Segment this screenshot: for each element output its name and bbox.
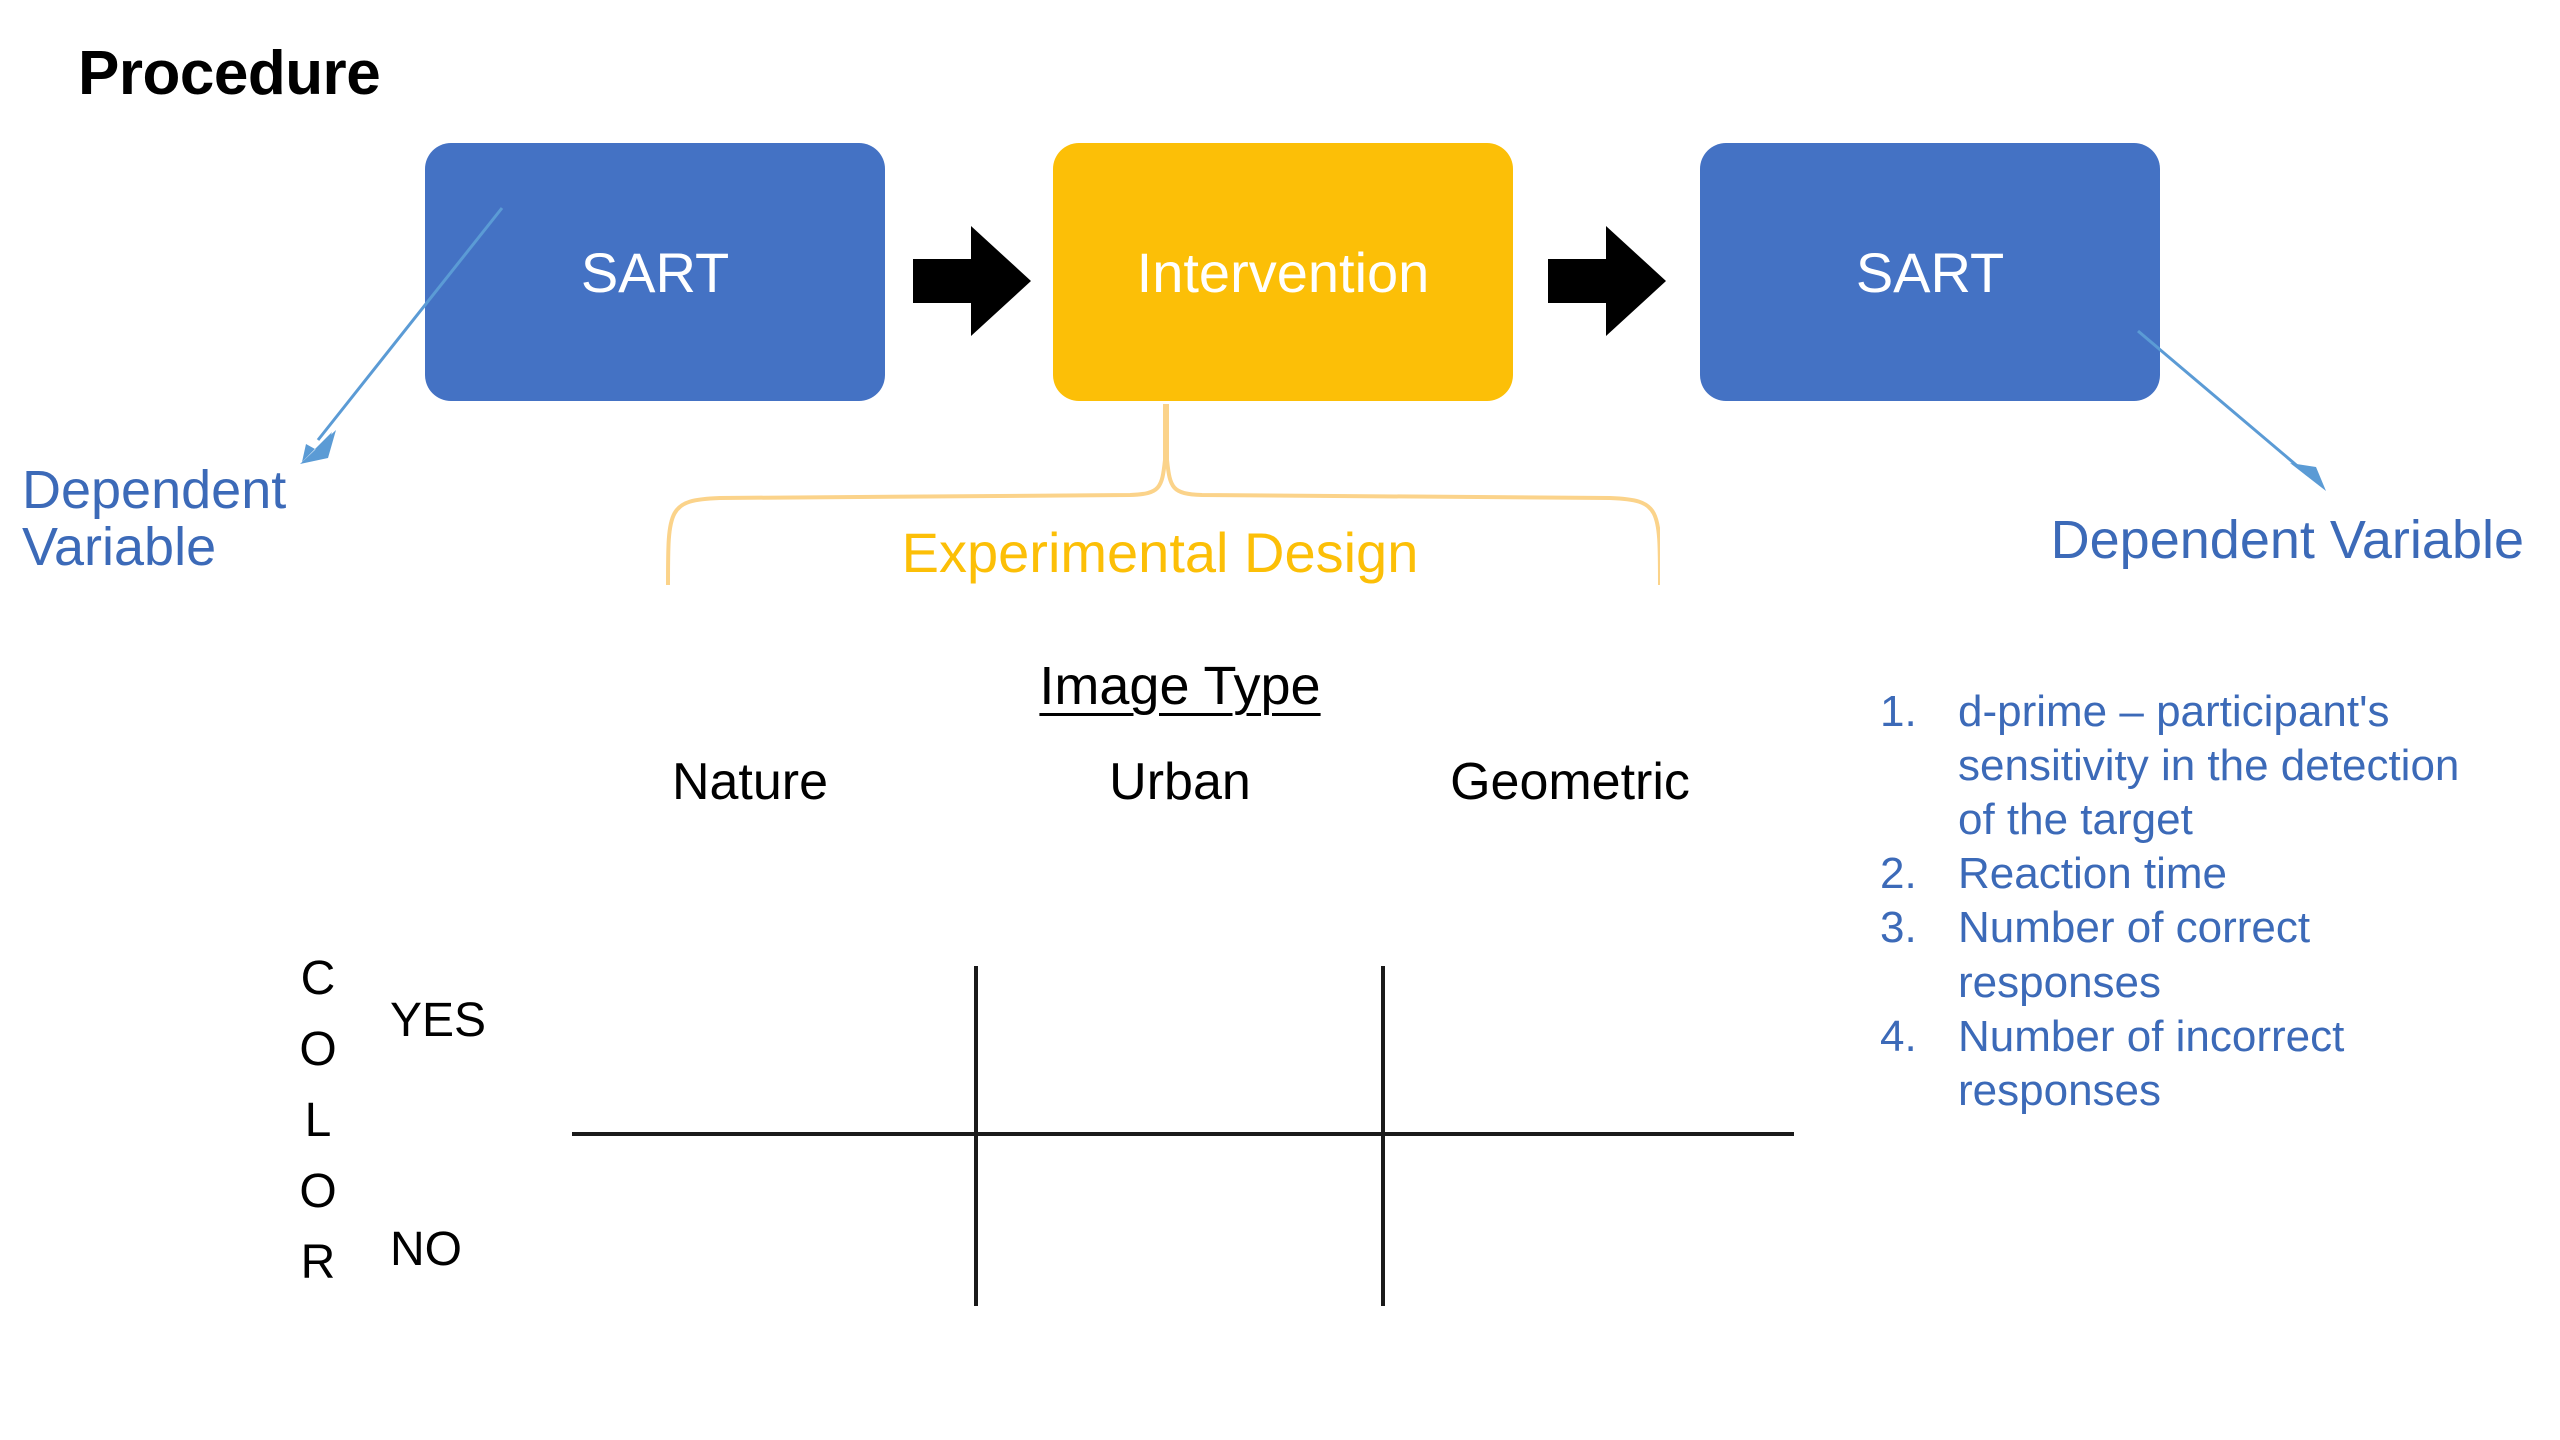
flow-box-label: SART xyxy=(580,240,730,304)
list-item: 1. d-prime – participant's sensitivity i… xyxy=(1880,685,2480,847)
flow-box-intervention[interactable]: Intervention xyxy=(1053,143,1513,401)
column-header-geometric: Geometric xyxy=(1450,753,1690,811)
list-item-text: Number of correct responses xyxy=(1958,903,2311,1007)
dependent-variable-label-left: Dependent Variable xyxy=(22,460,287,577)
list-item-number: 4. xyxy=(1880,1011,1917,1061)
right-block-arrow-icon xyxy=(1548,226,1666,336)
flow-box-label: Intervention xyxy=(1136,240,1430,304)
dependent-variable-label-right: Dependent Variable xyxy=(2050,510,2524,570)
list-item-text: d-prime – participant's sensitivity in t… xyxy=(1958,687,2460,845)
color-letter: O xyxy=(299,1165,337,1219)
thin-arrow-icon xyxy=(2137,329,2326,491)
row-label-no: NO xyxy=(390,1223,462,1276)
experimental-design-label: Experimental Design xyxy=(901,521,1419,584)
list-item-number: 2. xyxy=(1880,849,1917,899)
column-header-urban: Urban xyxy=(1109,753,1251,811)
flow-box-sart-post[interactable]: SART xyxy=(1700,143,2160,401)
thin-arrow-icon xyxy=(300,207,504,464)
list-item-number: 1. xyxy=(1880,687,1917,736)
row-group-heading-color: C O L O R xyxy=(288,943,348,1298)
flow-box-label: SART xyxy=(1855,240,2005,304)
list-item: 3. Number of correct responses xyxy=(1880,901,2480,1009)
color-letter: R xyxy=(300,1236,336,1290)
list-item-text: Reaction time xyxy=(1958,849,2228,899)
list-item: 2. Reaction time xyxy=(1880,847,2480,901)
column-header-nature: Nature xyxy=(671,753,829,811)
grid-horizontal-line xyxy=(572,1132,1794,1136)
list-item-number: 3. xyxy=(1880,903,1917,953)
image-type-heading: Image Type xyxy=(1039,656,1321,716)
dependent-variable-list: 1. d-prime – participant's sensitivity i… xyxy=(1880,685,2480,1118)
color-letter: O xyxy=(299,1023,337,1077)
grid-vertical-line-1 xyxy=(974,966,978,1306)
row-label-yes: YES xyxy=(390,994,487,1047)
list-item-text: Number of incorrect responses xyxy=(1958,1011,2345,1115)
grid-vertical-line-2 xyxy=(1381,966,1385,1306)
color-letter: C xyxy=(300,952,336,1005)
page-title: Procedure xyxy=(78,39,381,108)
right-block-arrow-icon xyxy=(913,226,1031,336)
flow-box-sart-pre[interactable]: SART xyxy=(425,143,885,401)
curly-brace-up-icon xyxy=(666,404,1660,585)
list-item: 4. Number of incorrect responses xyxy=(1880,1010,2480,1118)
color-letter: L xyxy=(304,1094,332,1148)
